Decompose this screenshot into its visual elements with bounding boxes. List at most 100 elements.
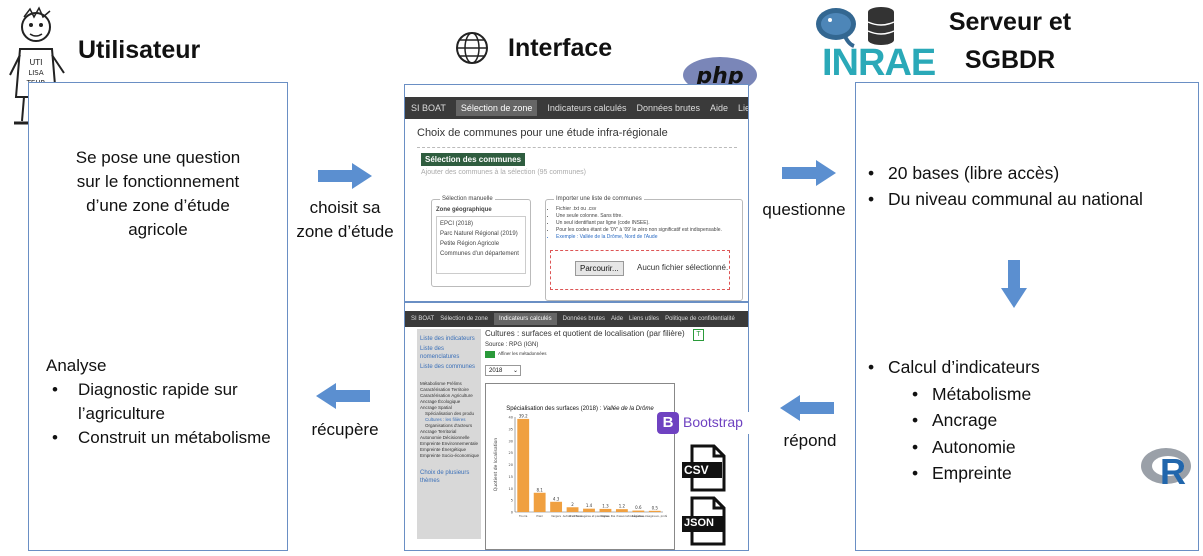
data-label: 2 xyxy=(571,502,574,507)
nav-tab-raw-data[interactable]: Données brutes xyxy=(636,103,700,113)
import-rule: Pour les codes étant de '0Y' à '09' le z… xyxy=(556,227,742,234)
chart-title: Spécialisation des surfaces (2018) : Val… xyxy=(489,406,671,412)
tree-item[interactable]: Organisations d'acteurs xyxy=(425,423,473,428)
top-heading: Choix de communes pour une étude infra-r… xyxy=(417,127,668,139)
nav-help[interactable]: Aide xyxy=(611,316,624,322)
query-label: questionne xyxy=(762,200,846,219)
analyse-item: Construit un métabolisme xyxy=(50,426,282,450)
user-title: Utilisateur xyxy=(78,36,201,64)
data-label: 1.2 xyxy=(619,504,626,509)
calc-item: Ancrage xyxy=(910,407,1166,434)
manual-label: Zone géographique xyxy=(436,207,492,213)
nav-help[interactable]: Aide xyxy=(710,103,729,113)
nav-tab-indicators[interactable]: Indicateurs calculés xyxy=(547,103,627,113)
bar xyxy=(583,508,595,512)
category-label: Prairi xyxy=(536,514,543,518)
sidebar-link[interactable]: Liste des nomenclatures xyxy=(420,346,460,360)
tree-item[interactable]: Spécialisation des produ xyxy=(425,411,475,416)
user-panel xyxy=(28,82,288,551)
calc-block: Calcul d’indicateurs Métabolisme Ancrage… xyxy=(866,354,1166,487)
nav-tab-raw-data[interactable]: Données brutes xyxy=(562,316,606,322)
browse-button[interactable]: Parcourir... xyxy=(575,261,624,276)
import-rule: Une seule colonne. Sans titre. xyxy=(556,213,742,220)
tree-item[interactable]: Ancrage Territorial xyxy=(420,429,457,434)
sidebar-choice-link[interactable]: Choix de plusieurs thèmes xyxy=(420,470,470,484)
analyse-item-text: Construit un métabolisme xyxy=(78,428,271,447)
server-bases-list: 20 bases (libre accès) Du niveau communa… xyxy=(866,160,1198,212)
chart-frame xyxy=(485,383,675,550)
inrae-logo: INRAE xyxy=(822,42,936,84)
data-label: 0.5 xyxy=(652,505,659,510)
category-label: Vergers xyxy=(551,514,561,518)
tree-item[interactable]: Cultures : les filières xyxy=(425,417,466,422)
tree-item[interactable]: Empreinte Socio-économique xyxy=(420,453,480,458)
y-tick-label: 20 xyxy=(509,463,513,467)
json-label: JSON xyxy=(684,517,714,529)
retrieve-label: récupère xyxy=(311,420,379,439)
source-label: Source : RPG (IGN) xyxy=(485,342,539,348)
nav-links[interactable]: Liens u xyxy=(738,103,748,113)
divider xyxy=(417,147,737,148)
bar xyxy=(648,510,661,512)
tree-item[interactable]: Autonomie Décisionnelle xyxy=(420,435,470,440)
chart-title-zone: Vallée de la Drôme xyxy=(602,406,654,412)
category-label: Autres cultures xyxy=(563,514,583,518)
import-rules: Fichier .txt ou .csv Une seule colonne. … xyxy=(550,206,742,241)
csv-file-icon: CSV xyxy=(680,444,730,492)
server-base-item: 20 bases (libre accès) xyxy=(866,160,1198,186)
bottom-sidebar: Liste des indicateurs Liste des nomencla… xyxy=(417,329,481,539)
category-label: Légumes xyxy=(632,514,644,518)
year-select-value: 2018 xyxy=(489,368,503,374)
import-title: Importer une liste de communes xyxy=(554,195,644,203)
no-file-text: Aucun fichier sélectionné. xyxy=(637,263,729,272)
tree-item[interactable]: Caractérisation Territoire xyxy=(420,387,469,392)
tree-item[interactable]: Ancrage Écologique xyxy=(420,399,461,404)
nav-links[interactable]: Liens utiles xyxy=(629,316,660,322)
nav-tab-zone[interactable]: Sélection de zone xyxy=(440,316,488,322)
bar xyxy=(615,509,628,512)
nav-tab-indicators[interactable]: Indicateurs calculés xyxy=(493,313,557,325)
r-logo: R xyxy=(1140,446,1196,492)
zone-option[interactable]: Petite Région Agricole xyxy=(440,241,500,247)
server-base-item: Du niveau communal au national xyxy=(866,186,1198,212)
chart-title-prefix: Spécialisation des surfaces (2018) : xyxy=(506,406,602,412)
chevron-down-icon: ⌄ xyxy=(512,368,518,374)
postgresql-icon xyxy=(814,4,864,48)
import-rule: Exemple : Vallée de la Drôme, Nord de l'… xyxy=(556,234,742,241)
top-navbar: SI BOAT Sélection de zone Indicateurs ca… xyxy=(405,97,748,119)
nav-privacy[interactable]: Politique de confidentialité xyxy=(665,316,735,322)
sidebar-link[interactable]: Liste des indicateurs xyxy=(420,336,475,342)
section-badge[interactable]: Sélection des communes xyxy=(421,153,526,166)
zone-option[interactable]: EPCI (2018) xyxy=(440,221,474,227)
manual-title: Sélection manuelle xyxy=(440,195,495,203)
sidebar-link[interactable]: Liste des communes xyxy=(420,364,476,370)
file-dropzone[interactable]: Parcourir... Aucun fichier sélectionné. xyxy=(550,250,730,290)
zone-listbox[interactable]: EPCI (2018) Parc Naturel Régional (2019)… xyxy=(436,216,526,274)
year-select[interactable]: 2018 ⌄ xyxy=(485,365,521,376)
globe-icon xyxy=(454,30,490,66)
category-label: Fourra xyxy=(519,514,528,518)
nav-tab-zone[interactable]: Sélection de zone xyxy=(455,100,538,116)
tree-item[interactable]: Ancrage Spatial xyxy=(420,405,452,410)
zone-option[interactable]: Communes d'un département xyxy=(440,251,519,257)
database-icon xyxy=(866,6,896,46)
zone-option[interactable]: Parc Naturel Régional (2019) xyxy=(440,231,518,237)
t-toggle-button[interactable]: T xyxy=(693,329,704,341)
bar xyxy=(517,418,530,512)
nav-brand[interactable]: SI BOAT xyxy=(411,316,435,322)
tree-item[interactable]: Caractérisation Agriculture xyxy=(420,393,473,398)
tree-item[interactable]: Métabolisme Prélims xyxy=(420,381,462,386)
category-label: Vignes xyxy=(601,514,610,518)
tree-item[interactable]: Empreinte Environnementale xyxy=(420,441,479,446)
indicator-tree: Métabolisme Prélims Caractérisation Terr… xyxy=(420,381,480,459)
y-tick-label: 30 xyxy=(509,439,513,443)
category-label: Fruit fourragères et pastorales xyxy=(569,514,609,518)
nav-brand[interactable]: SI BOAT xyxy=(411,103,446,113)
affiner-label: Affiner les métadonnées xyxy=(498,351,547,356)
arrow-down-icon xyxy=(1001,260,1027,308)
calc-title: Calcul d’indicateurs xyxy=(866,354,1166,381)
analyse-item-text: Diagnostic rapide sur l’agriculture xyxy=(78,380,238,423)
search-metadata-button[interactable] xyxy=(485,351,495,358)
bar xyxy=(533,492,546,512)
tree-item[interactable]: Empreinte Énergétique xyxy=(420,447,467,452)
